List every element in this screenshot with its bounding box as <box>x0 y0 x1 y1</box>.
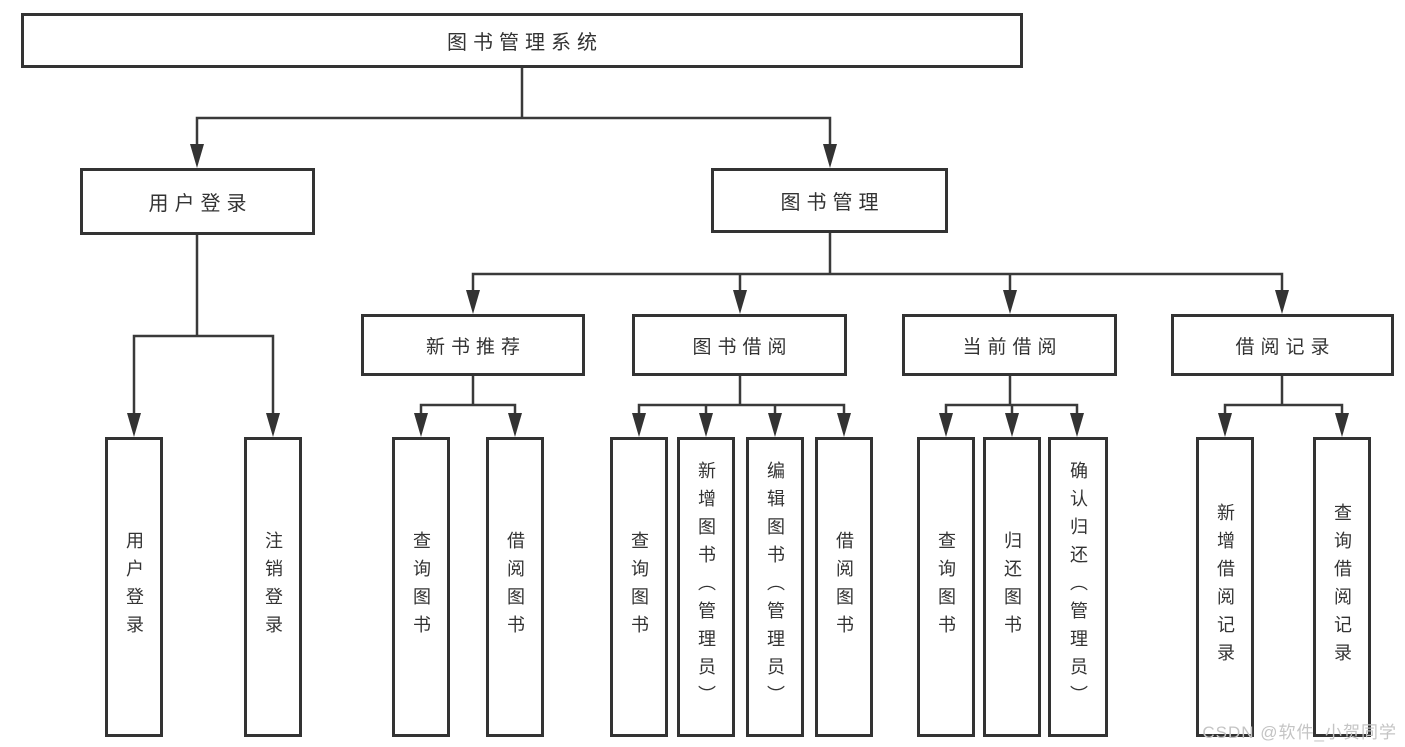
csdn-watermark: CSDN @软件_小贺同学 <box>1202 723 1397 742</box>
leaf-query-books-recommend: 查询图书 <box>392 437 450 737</box>
leaf-borrow-books-recommend-label: 借阅图书 <box>505 531 525 643</box>
leaf-logout-label: 注销登录 <box>263 531 283 643</box>
node-current-borrow: 当前借阅 <box>902 314 1117 376</box>
leaf-add-borrow-record: 新增借阅记录 <box>1196 437 1254 737</box>
node-user-login: 用户登录 <box>80 168 315 235</box>
leaf-query-borrow-record-label: 查询借阅记录 <box>1332 503 1352 671</box>
leaf-borrow-books-recommend: 借阅图书 <box>486 437 544 737</box>
leaf-return-books: 归还图书 <box>983 437 1041 737</box>
leaf-query-books-current-label: 查询图书 <box>936 531 956 643</box>
leaf-query-borrow-record: 查询借阅记录 <box>1313 437 1371 737</box>
leaf-add-books-admin-label: 新增图书（管理员） <box>696 461 716 713</box>
leaf-query-books-borrow: 查询图书 <box>610 437 668 737</box>
leaf-logout: 注销登录 <box>244 437 302 737</box>
leaf-borrow-books: 借阅图书 <box>815 437 873 737</box>
leaf-confirm-return-admin: 确认归还（管理员） <box>1048 437 1108 737</box>
leaf-add-books-admin: 新增图书（管理员） <box>677 437 735 737</box>
leaf-confirm-return-admin-label: 确认归还（管理员） <box>1068 461 1088 713</box>
node-book-borrow: 图书借阅 <box>632 314 847 376</box>
leaf-return-books-label: 归还图书 <box>1002 531 1022 643</box>
leaf-add-borrow-record-label: 新增借阅记录 <box>1215 503 1235 671</box>
leaf-borrow-books-label: 借阅图书 <box>834 531 854 643</box>
leaf-query-books-recommend-label: 查询图书 <box>411 531 431 643</box>
node-root-system: 图书管理系统 <box>21 13 1023 68</box>
leaf-edit-books-admin: 编辑图书（管理员） <box>746 437 804 737</box>
leaf-query-books-borrow-label: 查询图书 <box>629 531 649 643</box>
node-borrow-records: 借阅记录 <box>1171 314 1394 376</box>
leaf-edit-books-admin-label: 编辑图书（管理员） <box>765 461 785 713</box>
node-book-management: 图书管理 <box>711 168 948 233</box>
node-new-book-recommend: 新书推荐 <box>361 314 585 376</box>
leaf-user-login: 用户登录 <box>105 437 163 737</box>
leaf-query-books-current: 查询图书 <box>917 437 975 737</box>
leaf-user-login-label: 用户登录 <box>124 531 144 643</box>
